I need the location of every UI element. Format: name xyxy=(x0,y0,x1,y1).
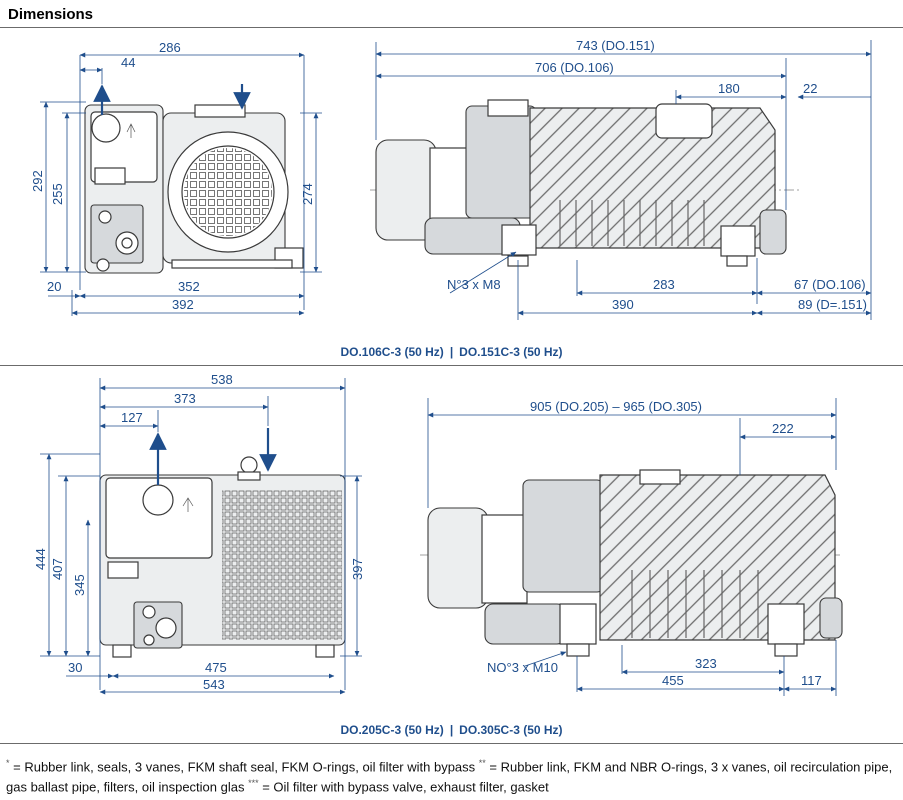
dim-743: 743 (DO.151) xyxy=(576,38,655,53)
dim-180: 180 xyxy=(718,81,740,96)
dim-255: 255 xyxy=(50,183,65,205)
dim-706: 706 (DO.106) xyxy=(535,60,614,75)
caption-top-left: DO.106C-3 (50 Hz) xyxy=(340,345,444,359)
footnote-mark-3: *** xyxy=(248,778,259,789)
dim-392: 392 xyxy=(172,297,194,312)
dim-no3-m10: NO°3 x M10 xyxy=(487,660,558,675)
dim-407: 407 xyxy=(50,558,65,580)
caption-top-right: DO.151C-3 (50 Hz) xyxy=(459,345,563,359)
dim-538: 538 xyxy=(211,372,233,387)
dim-292: 292 xyxy=(30,170,45,192)
bottom-side-view: 905 (DO.205) – 965 (DO.305) 222 NO°3 x M… xyxy=(420,398,843,696)
section-divider-top xyxy=(0,365,903,366)
dim-543: 543 xyxy=(203,677,225,692)
air-ballast-icon xyxy=(182,497,194,512)
footnote-text-1: = Rubber link, seals, 3 vanes, FKM shaft… xyxy=(9,759,479,775)
dim-444: 444 xyxy=(33,548,48,570)
dim-286: 286 xyxy=(159,40,181,55)
air-ballast-icon xyxy=(126,123,136,138)
dim-67: 67 (DO.106) xyxy=(794,277,866,292)
footnote: * = Rubber link, seals, 3 vanes, FKM sha… xyxy=(6,755,898,796)
dim-20: 20 xyxy=(47,279,61,294)
footnote-mark-2: ** xyxy=(478,758,486,768)
dim-373: 373 xyxy=(174,391,196,406)
dim-283: 283 xyxy=(653,277,675,292)
caption-top: DO.106C-3 (50 Hz)|DO.151C-3 (50 Hz) xyxy=(340,345,563,359)
section-divider-bottom xyxy=(0,743,903,744)
dim-352: 352 xyxy=(178,279,200,294)
caption-bottom: DO.205C-3 (50 Hz)|DO.305C-3 (50 Hz) xyxy=(340,723,563,737)
dim-222: 222 xyxy=(772,421,794,436)
dim-323: 323 xyxy=(695,656,717,671)
top-front-view: 286 44 292 255 274 20 352 392 xyxy=(30,40,322,316)
title-divider xyxy=(0,27,903,28)
dim-127: 127 xyxy=(121,410,143,425)
dim-455: 455 xyxy=(662,673,684,688)
footnote-mark-1: * xyxy=(6,758,10,768)
footnote-text-3: = Oil filter with bypass valve, exhaust … xyxy=(258,779,549,795)
dim-44: 44 xyxy=(121,55,135,70)
dim-89: 89 (D=.151) xyxy=(798,297,867,312)
dim-30: 30 xyxy=(68,660,82,675)
dim-274: 274 xyxy=(300,183,315,205)
caption-bottom-right: DO.305C-3 (50 Hz) xyxy=(459,723,563,737)
top-side-view: 743 (DO.151) 706 (DO.106) 180 22 N°3 x M… xyxy=(370,38,872,320)
dim-n3-m8: N°3 x M8 xyxy=(447,277,501,292)
dim-397: 397 xyxy=(350,558,365,580)
dim-117: 117 xyxy=(801,673,822,688)
dim-345: 345 xyxy=(72,574,87,596)
dim-475: 475 xyxy=(205,660,227,675)
page-title: Dimensions xyxy=(8,6,94,23)
dim-22: 22 xyxy=(803,81,817,96)
dim-905-965: 905 (DO.205) – 965 (DO.305) xyxy=(530,399,702,414)
footnote-text-2: = Rubber link, FKM and NBR O-rings, 3 x … xyxy=(6,759,893,795)
dim-390: 390 xyxy=(612,297,634,312)
caption-bottom-left: DO.205C-3 (50 Hz) xyxy=(340,723,444,737)
bottom-front-view: 538 373 127 444 407 345 397 30 475 543 xyxy=(33,372,365,695)
